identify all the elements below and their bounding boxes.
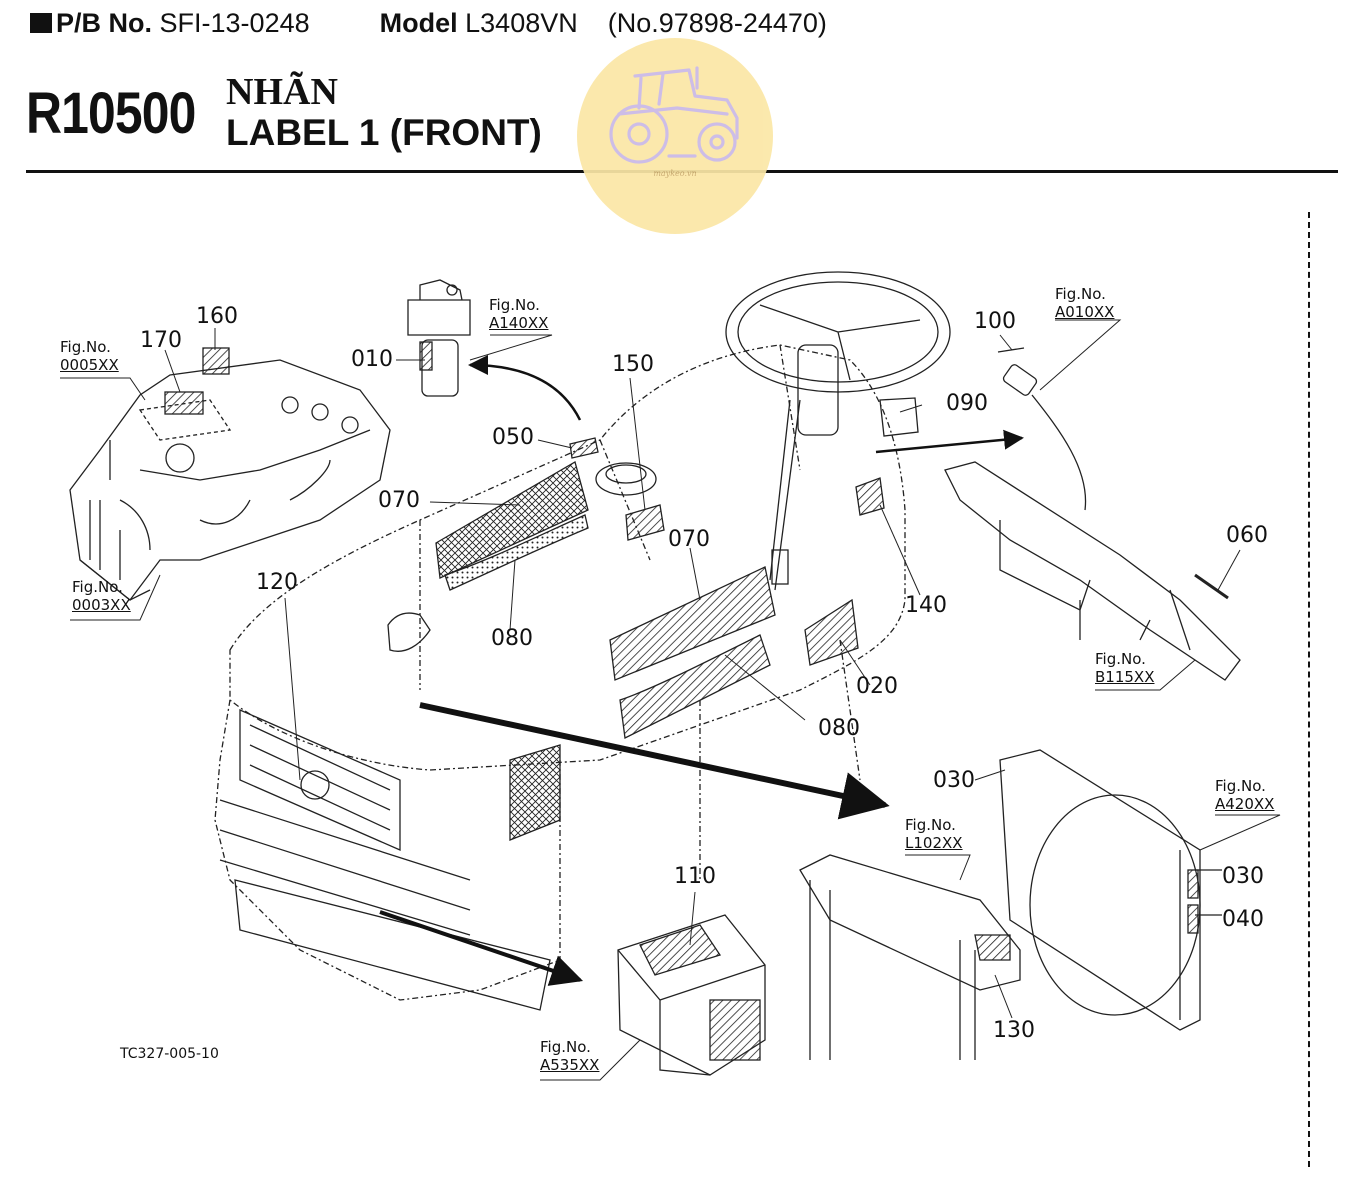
part-070-right: 070 [668,527,710,552]
part-030-left: 030 [933,768,975,793]
part-100: 100 [974,309,1016,334]
arrow-to-panel [875,429,1024,454]
arrow-to-battery [379,910,584,986]
arrow-to-fuel-filter [468,355,582,421]
part-130: 130 [993,1018,1035,1043]
part-080-right: 080 [818,716,860,741]
label-140-decal [855,477,885,516]
label-070-right [609,566,776,681]
header-line: P/B No. SFI-13-0248 Model L3408VN (No.9789… [30,8,827,39]
pb-label: P/B No. [56,8,153,38]
instrument-panel [944,461,1241,681]
model-value: L3408VN [465,8,578,38]
fuel-cap [595,462,657,496]
fig-ref-a010xx: Fig.No.A010XX [1055,285,1115,321]
part-040: 040 [1222,907,1264,932]
label-150-decal [625,504,665,541]
part-010: 010 [351,347,393,372]
title-english: LABEL 1 (FRONT) [226,112,542,153]
side-vent [509,744,561,841]
part-060: 060 [1226,523,1268,548]
part-050: 050 [492,425,534,450]
fig-ref-l102xx: Fig.No.L102XX [905,816,963,852]
part-170: 170 [140,328,182,353]
tractor-hood [214,344,906,1001]
label-080-left [444,514,589,591]
front-grille [219,709,551,1011]
fig-ref-b115xx: Fig.No.B115XX [1095,650,1155,686]
part-120: 120 [256,570,298,595]
drawing-code: TC327-005-10 [120,1046,219,1062]
pb-value: SFI-13-0248 [159,8,310,38]
part-110: 110 [674,864,716,889]
battery [617,914,766,1076]
tractor-logo: maykeo.vn [577,38,773,234]
tractor-icon [609,66,739,164]
part-080-left: 080 [491,626,533,651]
fig-ref-0005xx: Fig.No.0005XX [60,338,119,374]
front-frame-bracket [799,854,1021,1060]
square-bullet-icon [30,13,52,33]
fig-ref-a420xx: Fig.No.A420XX [1215,777,1275,813]
fig-ref-a535xx: Fig.No.A535XX [540,1038,600,1074]
title-vietnamese: NHÃN [226,71,338,113]
fig-ref-a140xx: Fig.No.A140XX [489,296,549,332]
fuel-filter [407,279,471,397]
throttle-cable [1002,364,1087,511]
mirror-arm [769,344,839,591]
logo-text: maykeo.vn [653,169,697,178]
part-020: 020 [856,674,898,699]
part-070-left: 070 [378,488,420,513]
serial-number: (No.97898-24470) [607,8,827,38]
label-020-decal [804,598,859,666]
arrow-to-frame [419,702,890,820]
section-code: R10500 [26,81,196,146]
radiator-fan-shroud [999,749,1222,1031]
label-050-decal [569,437,599,459]
label-160-decal [202,347,230,375]
model-label: Model [379,8,458,38]
page-edge-dashed-line [1308,212,1310,1167]
label-090-decal [879,397,919,437]
label-100-decal [997,347,1025,353]
part-090: 090 [946,391,988,416]
engine-cylinder-head [69,359,391,601]
leader-lines [60,319,1281,1081]
fig-ref-0003xx: Fig.No.0003XX [72,578,131,614]
part-160: 160 [196,304,238,329]
part-030-right: 030 [1222,864,1264,889]
label-070-left [435,461,589,579]
part-140: 140 [905,593,947,618]
part-150: 150 [612,352,654,377]
label-060-decal [1194,573,1229,600]
